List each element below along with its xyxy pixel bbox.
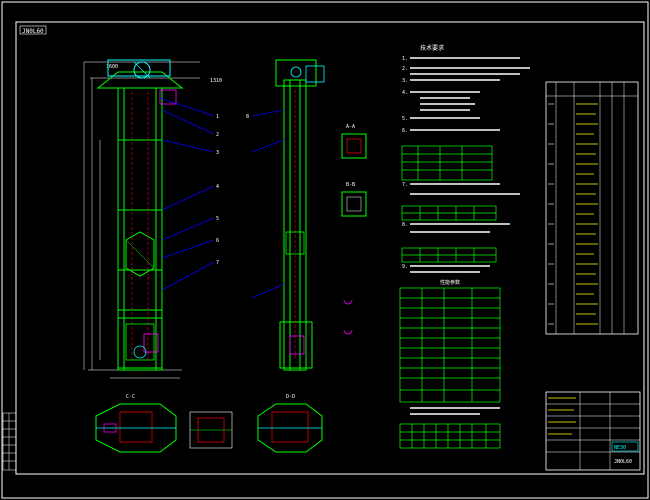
side-casing: [275, 59, 317, 371]
boot-section: [117, 317, 163, 369]
belt-hidden-lines: [131, 92, 149, 362]
parameter-table-2: [401, 205, 497, 221]
callout-7: 7: [216, 260, 219, 266]
technical-notes: 技术要求 1. 2. 3. 4. 5. 6. 7. 8. 9.: [402, 44, 530, 415]
callout-1: 1: [216, 114, 219, 120]
section-detail-b: B-B: [341, 182, 367, 217]
parts-list-table: [545, 81, 639, 335]
front-dimension-label-a: 1600: [106, 64, 118, 70]
side-boot-detail: [289, 335, 305, 355]
callout-6: 6: [216, 238, 219, 244]
bottom-data-table: [399, 423, 501, 449]
sheet-code-box: [19, 25, 47, 35]
elevator-casing: [117, 87, 163, 371]
bottom-plan-view-middle: [189, 411, 233, 449]
tech-note-1: 1.: [402, 56, 408, 62]
revision-strip: [2, 412, 17, 471]
front-elevation-view: 1600 1310: [83, 59, 222, 379]
title-block: NE30 JN0L60: [545, 391, 641, 471]
section-detail-c: [343, 299, 353, 335]
bottom-label-d: D-D: [286, 394, 295, 400]
sheet-inner-border: [15, 21, 645, 475]
tech-note-4: 4.: [402, 90, 408, 96]
tech-note-lines: [410, 57, 530, 415]
callout-4: 4: [216, 184, 219, 190]
title-block-code: JN0L60: [614, 459, 632, 465]
performance-table-heading: 性能参数: [440, 279, 460, 286]
callout-2: 2: [216, 132, 219, 138]
bottom-plan-view-right: D-D: [257, 394, 323, 453]
front-dimension-lines: [83, 61, 200, 379]
parameter-table-3: [401, 247, 497, 263]
front-dimension-label-b: 1310: [210, 78, 222, 84]
title-block-name: NE30: [614, 445, 626, 451]
parameter-table-1: [401, 145, 493, 181]
tech-note-3: 3.: [402, 78, 408, 84]
callout-5: 5: [216, 216, 219, 222]
side-window: [285, 231, 305, 255]
tech-notes-heading: 技术要求: [420, 44, 444, 52]
side-elevation-view: 8: [246, 59, 325, 371]
bottom-plan-view-left: C-C: [95, 394, 177, 453]
side-leader-lines: [251, 109, 285, 299]
bottom-label-c: C-C: [126, 394, 135, 400]
performance-table: 性能参数: [399, 279, 501, 403]
tech-note-7: 7.: [402, 182, 408, 188]
tech-note-8: 8.: [402, 222, 408, 228]
callout-3: 3: [216, 150, 219, 156]
section-label-b: B-B: [346, 182, 355, 188]
head-section: [96, 59, 184, 105]
side-drive: [290, 65, 325, 83]
side-callout-8: 8: [246, 114, 249, 120]
title-name-box: [611, 441, 639, 452]
inspection-window: [125, 231, 155, 277]
section-label-a: A-A: [346, 124, 355, 130]
tech-note-5: 5.: [402, 116, 408, 122]
tech-note-2: 2.: [402, 66, 408, 72]
tech-note-9: 9.: [402, 264, 408, 270]
sheet-code: JN0L60: [22, 28, 44, 35]
front-leader-lines: [159, 97, 215, 291]
section-detail-a: A-A: [341, 124, 367, 159]
tech-note-6: 6.: [402, 128, 408, 134]
